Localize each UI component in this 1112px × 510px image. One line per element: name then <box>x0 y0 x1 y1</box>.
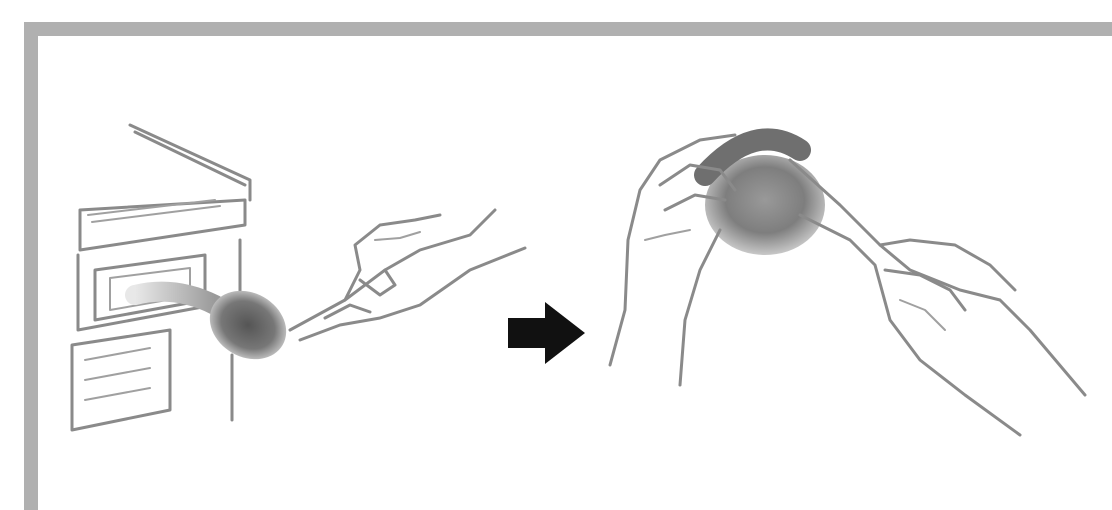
unplugged-plug <box>705 139 825 255</box>
device-with-socket-scene <box>72 125 525 430</box>
hands-holding-plug-scene <box>610 135 1085 435</box>
step-arrow-icon <box>508 302 585 364</box>
right-hand <box>790 160 1085 435</box>
plug-in-socket <box>197 277 298 372</box>
pulling-hand <box>290 210 525 340</box>
device-housing <box>72 125 250 430</box>
